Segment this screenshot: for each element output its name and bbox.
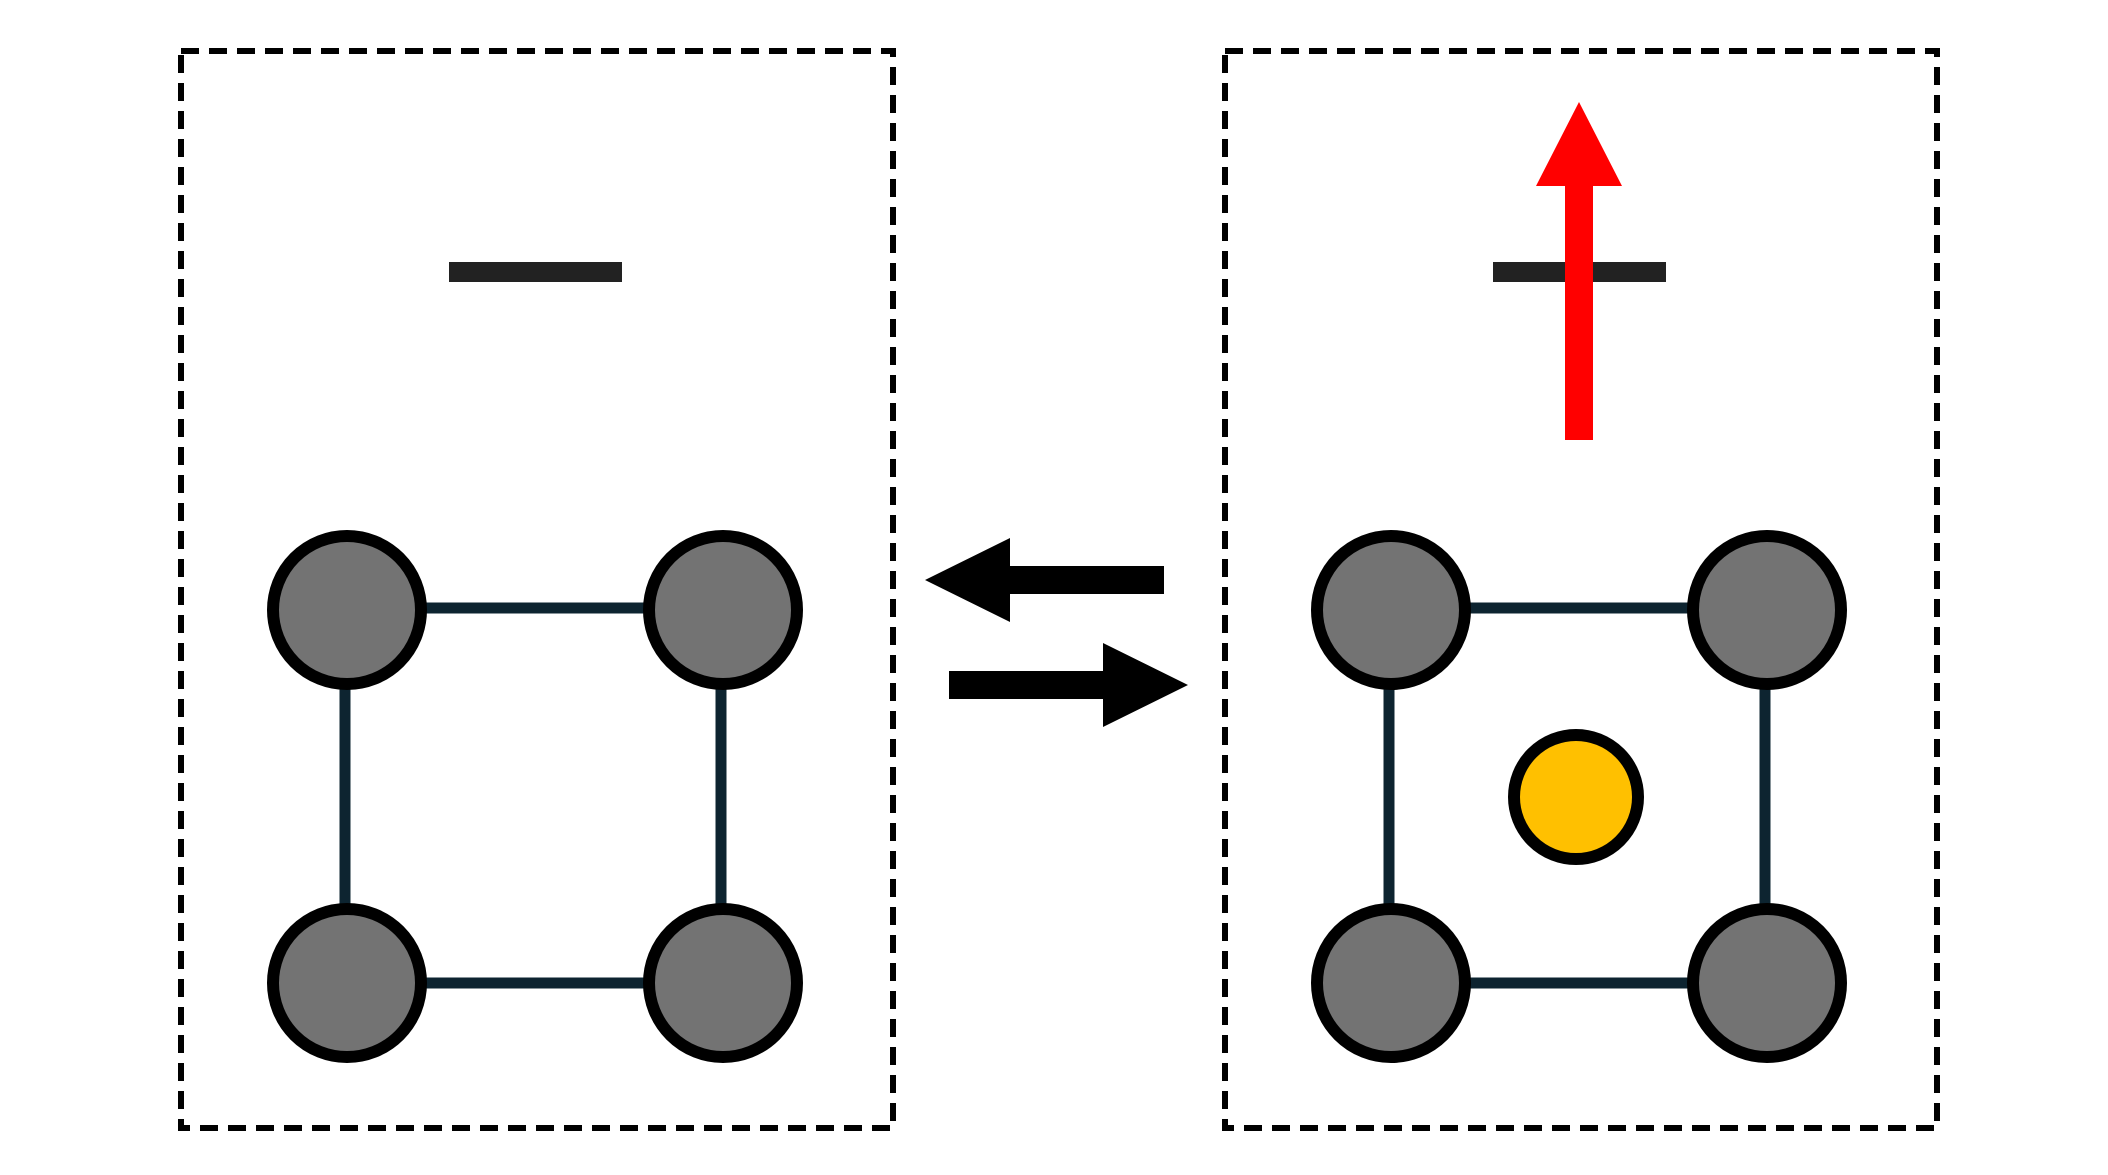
left-node-top-right: [643, 530, 803, 690]
left-panel-dashed-border: [178, 48, 896, 1131]
left-node-bottom-right: [643, 903, 803, 1063]
equilibrium-arrows: [925, 538, 1188, 727]
right-node-bottom-left: [1311, 903, 1471, 1063]
left-lattice: [267, 530, 803, 1063]
right-panel-dashed-border: [1222, 48, 1940, 1131]
right-lattice: [1311, 530, 1847, 1063]
right-node-top-left: [1311, 530, 1471, 690]
right-node-top-right: [1687, 530, 1847, 690]
left-panel: [178, 48, 896, 1131]
center-atom: [1508, 729, 1644, 865]
spin-up-arrow-icon: [1536, 102, 1622, 440]
left-node-top-left: [267, 530, 427, 690]
reverse-arrow: [925, 538, 1164, 622]
right-node-bottom-right: [1687, 903, 1847, 1063]
right-panel: [1222, 48, 1940, 1131]
left-level-marker: [449, 262, 622, 282]
left-node-bottom-left: [267, 903, 427, 1063]
forward-arrow: [949, 643, 1188, 727]
